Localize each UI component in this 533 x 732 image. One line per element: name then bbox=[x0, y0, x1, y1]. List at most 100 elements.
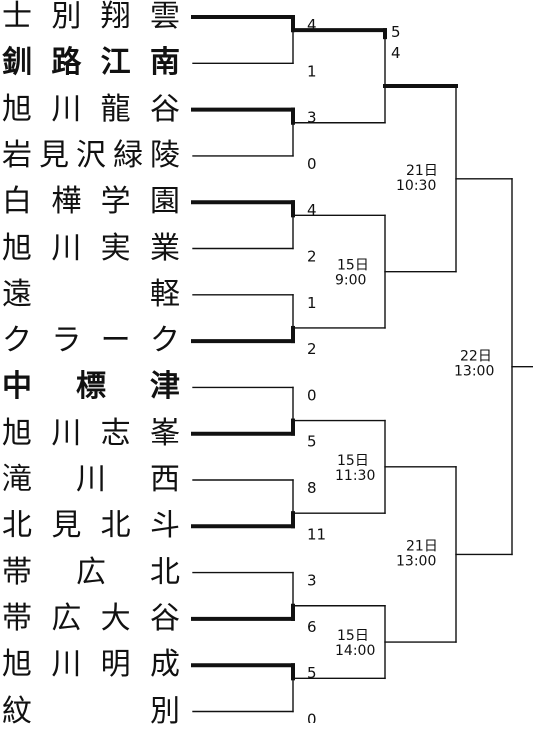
match-date: 21日 bbox=[406, 163, 438, 179]
team-name-char: 志 bbox=[100, 415, 131, 451]
score-label: 3 bbox=[307, 572, 317, 590]
team-name-char: 岩 bbox=[2, 137, 32, 173]
team-name-char: 龍 bbox=[100, 91, 131, 127]
team-name-char: 雲 bbox=[149, 0, 180, 34]
match-time: 13:00 bbox=[396, 553, 436, 569]
team-name: 帯広北 bbox=[2, 553, 180, 593]
score-label: 4 bbox=[391, 44, 401, 62]
team-name-char: 沢 bbox=[76, 137, 106, 173]
team-name-char: 翔 bbox=[100, 0, 131, 34]
team-name-char: 路 bbox=[51, 45, 82, 81]
team-name-char: 斗 bbox=[149, 508, 180, 544]
team-name-char: 標 bbox=[76, 369, 106, 405]
team-name-char: 広 bbox=[51, 600, 82, 636]
team-name: 旭川龍谷 bbox=[2, 90, 180, 130]
match-time: 9:00 bbox=[335, 273, 366, 289]
score-label: 0 bbox=[307, 711, 317, 724]
team-name-char: ラ bbox=[51, 323, 82, 359]
team-name-char: 成 bbox=[149, 647, 180, 683]
final-date: 22日 bbox=[460, 349, 492, 365]
team-name-char: 園 bbox=[149, 184, 180, 220]
score-label: 0 bbox=[307, 155, 317, 173]
score-label: 2 bbox=[307, 248, 317, 266]
team-name-char: 北 bbox=[100, 508, 131, 544]
team-name-char: 釧 bbox=[2, 45, 32, 81]
match-date: 15日 bbox=[337, 628, 369, 644]
team-name-char: 樺 bbox=[51, 184, 82, 220]
team-name: 白樺学園 bbox=[2, 182, 180, 222]
team-name: 釧路江南 bbox=[2, 43, 180, 83]
team-name-char: 帯 bbox=[2, 554, 32, 590]
team-name-char: 学 bbox=[100, 184, 131, 220]
team-name: 旭川志峯 bbox=[2, 414, 180, 454]
team-name-char: 中 bbox=[2, 369, 32, 405]
team-name-char: 白 bbox=[2, 184, 32, 220]
score-label: 5 bbox=[307, 433, 317, 451]
match-time: 10:30 bbox=[396, 178, 436, 194]
team-name-char: 見 bbox=[51, 508, 82, 544]
team-name: 士別翔雲 bbox=[2, 0, 180, 37]
score-label: 4 bbox=[307, 201, 317, 219]
match-time: 14:00 bbox=[335, 643, 375, 659]
team-name-char: 士 bbox=[2, 0, 32, 34]
team-name-char: 大 bbox=[100, 600, 131, 636]
team-name-char: 別 bbox=[51, 0, 82, 34]
team-name-char: 帯 bbox=[2, 600, 32, 636]
score-label: 4 bbox=[307, 16, 317, 34]
team-name-char: 軽 bbox=[150, 276, 180, 312]
team-name-char: 遠 bbox=[2, 276, 32, 312]
team-name-char: 旭 bbox=[2, 230, 32, 266]
team-name: 中標津 bbox=[2, 367, 180, 407]
team-name-char: 川 bbox=[51, 230, 82, 266]
team-name-char: 谷 bbox=[149, 91, 180, 127]
score-label: 11 bbox=[307, 525, 326, 543]
team-name-char: 峯 bbox=[149, 415, 180, 451]
team-name: 北見北斗 bbox=[2, 506, 180, 546]
team-name-char: 川 bbox=[51, 647, 82, 683]
score-label: 3 bbox=[307, 109, 317, 127]
score-label: 2 bbox=[307, 340, 317, 358]
team-name-char: 北 bbox=[2, 508, 32, 544]
team-name: 滝川西 bbox=[2, 460, 180, 500]
team-name-char: 津 bbox=[150, 369, 180, 405]
team-name-char: 陵 bbox=[150, 137, 180, 173]
score-label: 0 bbox=[307, 386, 317, 404]
team-name-char: 業 bbox=[149, 230, 180, 266]
team-name-char: ー bbox=[100, 323, 131, 359]
match-date: 15日 bbox=[337, 258, 369, 274]
team-name-char: 旭 bbox=[2, 91, 32, 127]
team-name-char: 広 bbox=[76, 554, 106, 590]
team-name-char: ク bbox=[2, 323, 32, 359]
team-name-char: 川 bbox=[76, 462, 106, 497]
team-name: 旭川実業 bbox=[2, 229, 180, 269]
team-name-char: 旭 bbox=[2, 647, 32, 683]
score-label: 8 bbox=[307, 479, 317, 497]
team-name-char: 滝 bbox=[2, 462, 32, 497]
team-name-char: 明 bbox=[100, 647, 131, 683]
score-label: 1 bbox=[307, 62, 317, 80]
team-name: 岩見沢緑陵 bbox=[2, 136, 180, 176]
team-name-char: 旭 bbox=[2, 415, 32, 451]
score-label: 6 bbox=[307, 618, 317, 636]
team-name-char: 谷 bbox=[149, 600, 180, 636]
team-name-char: 緑 bbox=[113, 137, 143, 173]
team-name: クラーク bbox=[2, 321, 180, 361]
team-name-char: 西 bbox=[150, 462, 180, 497]
team-name-char: 南 bbox=[149, 45, 180, 81]
team-name-char: 北 bbox=[150, 554, 180, 590]
score-label: 1 bbox=[307, 294, 317, 312]
team-name-char: 見 bbox=[39, 137, 69, 173]
team-name-char: ク bbox=[149, 323, 180, 359]
team-name-char: 実 bbox=[100, 230, 131, 266]
team-name-char: 江 bbox=[100, 45, 131, 81]
match-date: 15日 bbox=[337, 453, 369, 469]
team-name: 遠軽 bbox=[2, 275, 180, 315]
team-name-char: 川 bbox=[51, 91, 82, 127]
match-date: 21日 bbox=[406, 538, 438, 554]
team-name: 帯広大谷 bbox=[2, 599, 180, 639]
match-time: 11:30 bbox=[335, 468, 375, 484]
score-label: 5 bbox=[391, 23, 401, 41]
score-label: 5 bbox=[307, 664, 317, 682]
team-name-char: 川 bbox=[51, 415, 82, 451]
